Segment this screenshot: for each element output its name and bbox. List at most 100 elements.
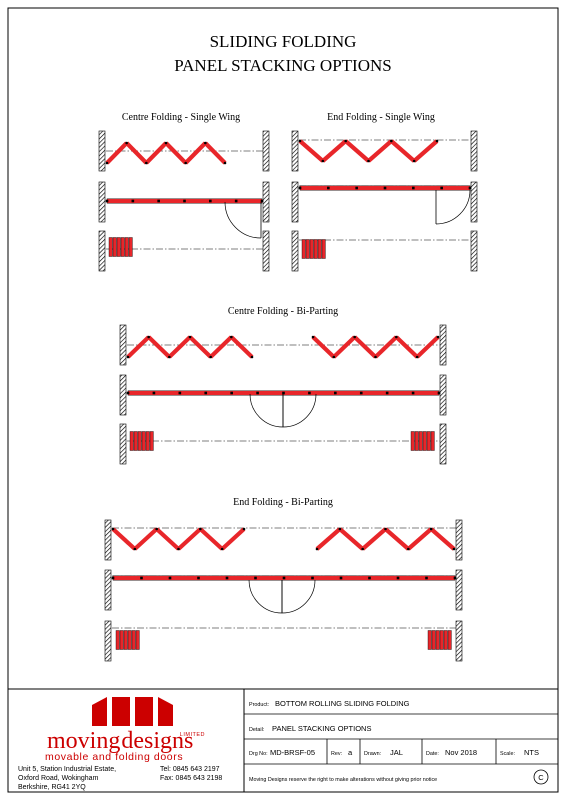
panel-hinge (359, 391, 363, 395)
panel-hinge (168, 355, 171, 359)
logo-tagline: movable and folding doors (45, 751, 183, 763)
stacked-panel (431, 630, 436, 650)
folding-panel (374, 335, 398, 359)
panel-hinge (133, 547, 137, 551)
panel-hinge (260, 199, 264, 203)
stacked-panel (317, 239, 322, 259)
panel-hinge (155, 527, 158, 531)
wall-jamb (262, 130, 270, 172)
scale-value: NTS (524, 748, 539, 757)
copyright-letter: C (538, 773, 544, 782)
panel-hinge (178, 391, 182, 395)
folding-panel (315, 527, 342, 551)
address-line-2: Oxford Road, Wokingham (18, 775, 99, 782)
panel-hinge (256, 391, 259, 395)
product-label: Product: (249, 702, 269, 708)
folding-panel (353, 335, 377, 359)
sheet-border (7, 7, 559, 793)
panel-hinge (332, 355, 336, 359)
panel-hinge (311, 576, 314, 580)
stacked-panel (120, 237, 125, 257)
panel-hinge (111, 527, 115, 531)
folding-panel (125, 141, 148, 165)
stacked-panel (123, 630, 128, 650)
folding-panel (155, 527, 180, 551)
folding-panel (332, 335, 357, 359)
panel-hinge (125, 141, 128, 145)
panel-hinge (225, 576, 229, 580)
panel-hinge (131, 199, 135, 203)
panel-hinge (282, 576, 286, 580)
panel-hinge (384, 527, 387, 531)
wall-jamb (439, 374, 447, 416)
panel-hinge (184, 161, 187, 165)
address-line-3: Berkshire, RG41 2YQ (18, 784, 86, 791)
stacked-panel (435, 630, 440, 650)
folding-panel (198, 527, 224, 551)
folding-panel (367, 139, 393, 163)
stacked-panel (418, 431, 423, 451)
panel-hinge (429, 527, 433, 531)
pass-door-swing-arc (435, 189, 471, 225)
panel-hinge (105, 161, 109, 165)
stacked-panel (422, 431, 427, 451)
drawn-value: JAL (390, 748, 403, 757)
stacked-panel (309, 239, 314, 259)
panel-hinge (199, 527, 202, 531)
wall-jamb (119, 374, 127, 416)
panel-hinge (298, 186, 302, 190)
wall-jamb (470, 181, 478, 223)
stacked-panel (443, 630, 448, 650)
panel-hinge (282, 391, 285, 395)
panel-hinge (311, 335, 315, 339)
panel-hinge (355, 186, 358, 190)
panel-hinge (152, 391, 156, 395)
panel-hinge (298, 139, 302, 143)
folding-panel (394, 335, 419, 359)
stacked-panel (115, 630, 120, 650)
alteration-notice: Moving Designs reserve the right to make… (249, 777, 437, 783)
folding-panel (361, 527, 387, 551)
panel-hinge (234, 199, 238, 203)
panel-hinge (220, 547, 224, 551)
panel-hinge (204, 141, 207, 145)
panel-hinge (385, 391, 389, 395)
panel-hinge (230, 391, 233, 395)
folding-panel (311, 335, 336, 359)
panel-hinge (390, 139, 393, 143)
product-value: BOTTOM ROLLING SLIDING FOLDING (275, 699, 410, 708)
wall-jamb (439, 423, 447, 465)
pass-door-swing-arc (249, 393, 284, 428)
panel-hinge (327, 186, 330, 190)
panel-hinge (197, 576, 200, 580)
panel-hinge (374, 355, 377, 359)
drawing-number-value: MD-BRSF-05 (270, 748, 315, 757)
folding-panel (220, 527, 246, 551)
logo-word-designs: designs (121, 728, 193, 754)
panel-hinge (468, 186, 472, 190)
panel-hinge (452, 547, 456, 551)
panel-hinge (111, 576, 115, 580)
stacked-panel (301, 239, 306, 259)
panel-hinge (453, 576, 457, 580)
panel-hinge (254, 576, 257, 580)
panel-hinge (204, 391, 208, 395)
wall-jamb (104, 569, 112, 611)
stacked-panel (447, 630, 452, 650)
stacked-panel (127, 630, 132, 650)
panel-hinge (209, 355, 212, 359)
panel-hinge (250, 355, 254, 359)
wall-jamb (455, 569, 463, 611)
wall-jamb (98, 130, 106, 172)
folding-panel (164, 141, 188, 165)
folding-panel (126, 335, 151, 359)
stacked-panel (145, 431, 150, 451)
stacked-panel (305, 239, 310, 259)
logo-limited: LIMITED (180, 732, 205, 738)
panel-hinge (223, 161, 227, 165)
wall-jamb (291, 130, 299, 172)
stacked-panel (410, 431, 415, 451)
panel-hinge (367, 159, 370, 163)
panel-hinge (412, 186, 415, 190)
panel-hinge (157, 199, 160, 203)
